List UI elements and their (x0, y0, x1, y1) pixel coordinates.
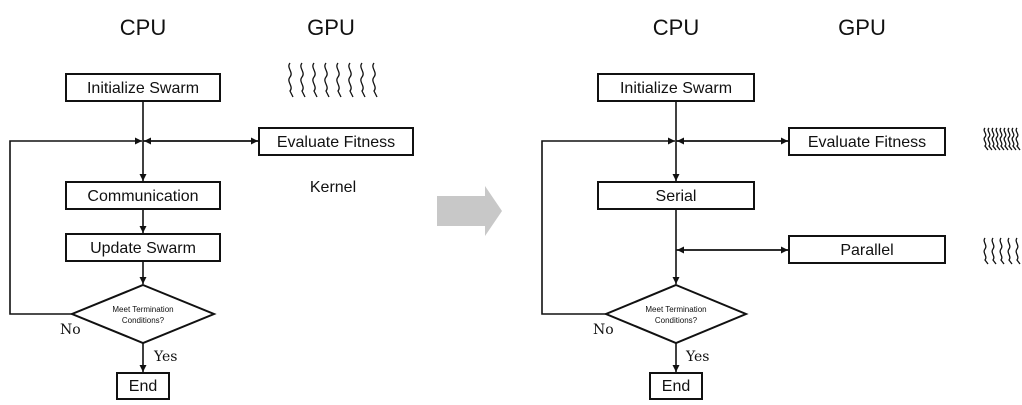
right-connectors (541, 101, 789, 372)
right-parallel-box: Parallel (788, 235, 946, 264)
right-evaluate-fitness-box: Evaluate Fitness (788, 127, 946, 156)
thread-waves-icon (983, 127, 1021, 151)
left-termination-decision: Meet Termination Conditions? (69, 283, 217, 345)
left-initialize-swarm-box: Initialize Swarm (65, 73, 221, 102)
left-end-label: End (129, 378, 157, 395)
left-initialize-swarm-label: Initialize Swarm (87, 80, 199, 97)
right-parallel-label: Parallel (840, 242, 893, 259)
right-end-label: End (662, 378, 690, 395)
left-gpu-header: GPU (307, 15, 355, 40)
right-yes-label: Yes (685, 349, 710, 365)
left-communication-label: Communication (87, 188, 198, 205)
left-decision-line-2: Conditions? (122, 316, 165, 325)
right-termination-decision: Meet Termination Conditions? (603, 283, 749, 345)
right-initialize-swarm-box: Initialize Swarm (597, 73, 755, 102)
left-update-swarm-label: Update Swarm (90, 240, 196, 257)
left-update-swarm-box: Update Swarm (65, 233, 221, 262)
right-evaluate-fitness-label: Evaluate Fitness (808, 134, 926, 151)
right-no-label: No (593, 322, 614, 338)
right-serial-label: Serial (656, 188, 697, 205)
left-evaluate-fitness-box: Evaluate Fitness (258, 127, 414, 156)
left-evaluate-fitness-label: Evaluate Fitness (277, 134, 395, 151)
thread-waves-icon (983, 237, 1021, 265)
left-communication-box: Communication (65, 181, 221, 210)
left-kernel-label: Kernel (310, 179, 356, 196)
thread-waves-icon (288, 62, 378, 98)
left-yes-label: Yes (153, 349, 178, 365)
right-decision-line-1: Meet Termination (645, 305, 706, 314)
left-no-label: No (60, 322, 81, 338)
left-decision-line-1: Meet Termination (112, 305, 173, 314)
left-cpu-header: CPU (120, 15, 166, 40)
transition-arrow-icon (437, 186, 502, 236)
right-decision-line-2: Conditions? (655, 316, 698, 325)
right-initialize-swarm-label: Initialize Swarm (620, 80, 732, 97)
left-diagram: CPU GPU Initialize Swarm Evaluate Fitnes… (9, 15, 414, 400)
right-end-box: End (649, 372, 703, 400)
left-connectors (9, 101, 259, 372)
right-gpu-header: GPU (838, 15, 886, 40)
left-end-box: End (116, 372, 170, 400)
right-cpu-header: CPU (653, 15, 699, 40)
right-serial-box: Serial (597, 181, 755, 210)
right-diagram: CPU GPU Initialize Swarm Evaluate Fitnes… (541, 15, 1021, 400)
